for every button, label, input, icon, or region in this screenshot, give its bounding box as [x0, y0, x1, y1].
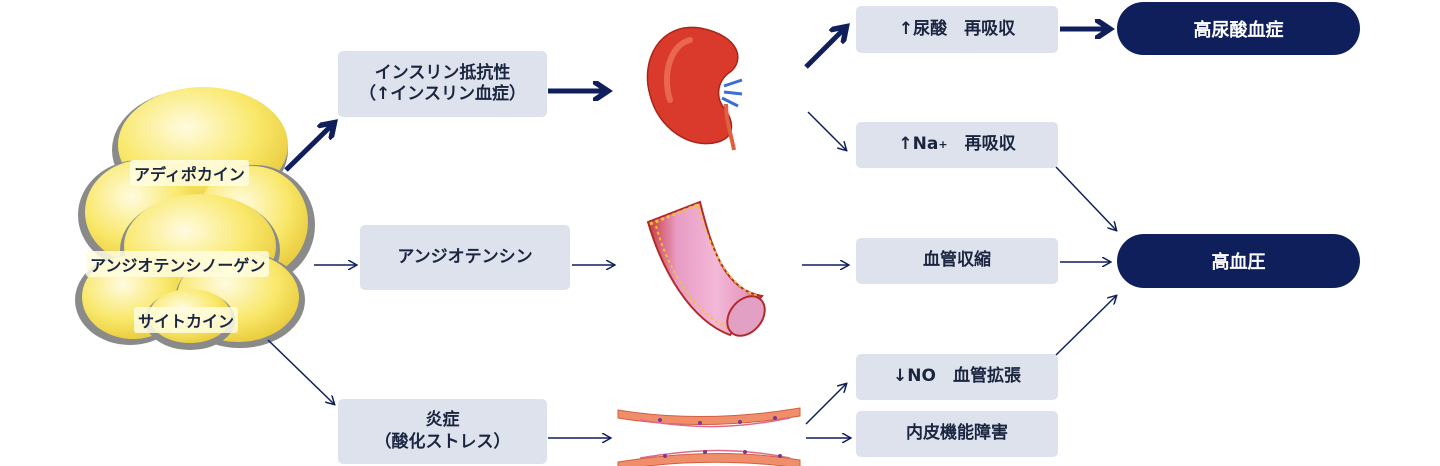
- no-vasodilation-box: ↓NO 血管拡張: [856, 354, 1058, 400]
- insulin-resistance-line2: （↑インスリン血症）: [359, 84, 526, 104]
- na-suffix: 再吸収: [947, 134, 1016, 155]
- endothelium-icon: [617, 407, 801, 466]
- arrow-kidney-to-na: [807, 111, 846, 150]
- blood-vessel-icon: [646, 200, 766, 337]
- na-prefix: ↑Na: [898, 134, 939, 155]
- arrow-endothelium-to-no: [805, 384, 846, 425]
- adipokine-label: アディポカイン: [130, 160, 249, 186]
- arrow-na-to-hypertension: [1055, 166, 1116, 230]
- inflammation-box: 炎症 （酸化ストレス）: [338, 399, 547, 464]
- na-superscript: +: [938, 138, 948, 152]
- arrow-adipose-to-insulin: [284, 124, 333, 172]
- angiotensin-box: アンジオテンシン: [360, 225, 570, 290]
- endothelial-dysfunction-box: 内皮機能障害: [856, 411, 1058, 457]
- inflammation-line2: （酸化ストレス）: [374, 431, 511, 452]
- uric-acid-reabsorption-box: ↑尿酸 再吸収: [856, 6, 1058, 53]
- inflammation-line1: 炎症: [425, 410, 460, 431]
- cytokine-label: サイトカイン: [134, 307, 239, 333]
- arrow-kidney-to-uric: [804, 28, 845, 69]
- hyperuricemia-pill: 高尿酸血症: [1117, 2, 1360, 55]
- angiotensinogen-label: アンジオテンシノーゲン: [86, 251, 270, 277]
- vasoconstriction-box: 血管収縮: [856, 238, 1058, 284]
- hypertension-pill: 高血圧: [1117, 234, 1360, 288]
- arrow-adipose-to-inflammation: [267, 339, 334, 404]
- insulin-resistance-line1: インスリン抵抗性: [374, 62, 511, 83]
- kidney-icon: [646, 26, 743, 151]
- insulin-resistance-box: インスリン抵抗性 （↑インスリン血症）: [338, 51, 547, 117]
- na-reabsorption-box: ↑Na+ 再吸収: [856, 122, 1058, 168]
- arrow-no-to-hypertension: [1055, 296, 1116, 356]
